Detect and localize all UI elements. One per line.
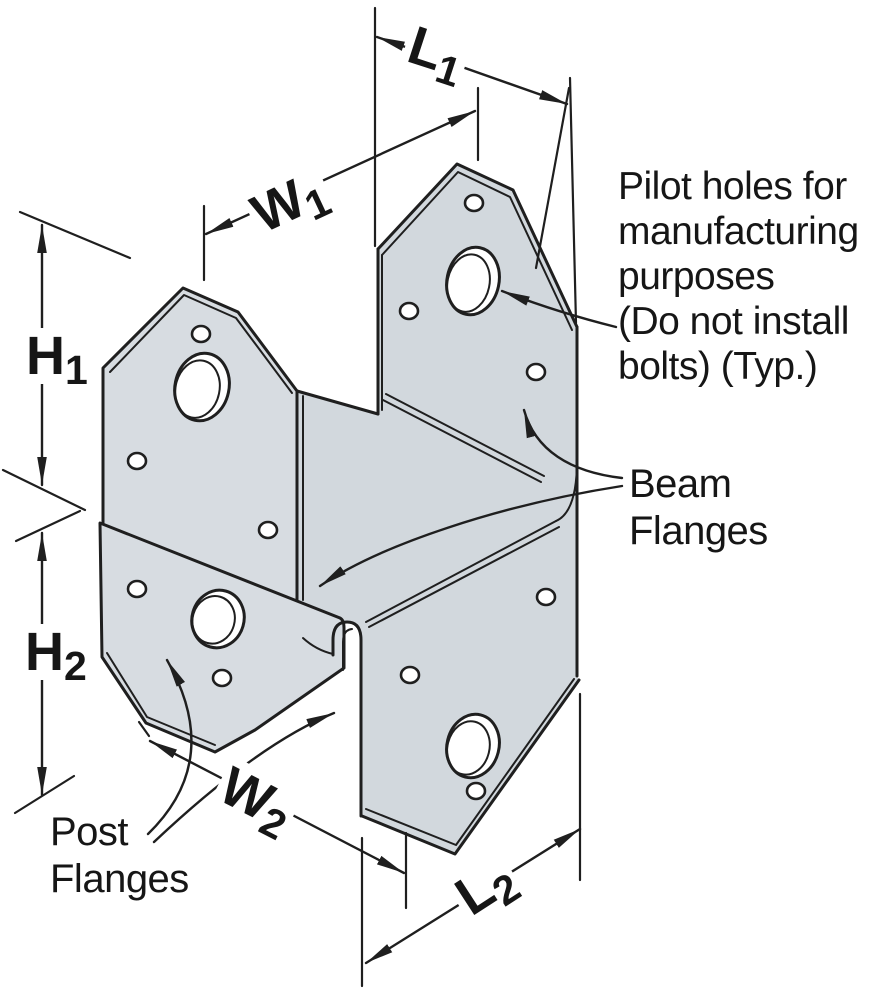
connector-drawing [98, 162, 581, 856]
dim-letter: H [26, 326, 65, 386]
bolt-hole-upper-left [173, 351, 231, 423]
pilot-holes-note: Pilot holes for manufacturing purposes (… [618, 165, 859, 388]
post-flanges-label: Post Flanges [50, 810, 189, 901]
pilot-hole [399, 665, 421, 685]
leader-post-flange-right [152, 711, 336, 844]
pilot-hole [463, 193, 485, 213]
pilot-hole [126, 451, 148, 471]
dim-subscript: 2 [64, 643, 87, 689]
dim-subscript: 1 [65, 347, 88, 393]
pilot-hole [190, 324, 212, 344]
leader-beam-flange-right [522, 408, 624, 480]
bolt-hole-upper-right [445, 245, 501, 317]
bolt-hole-lower-right [445, 712, 501, 780]
pilot-hole [257, 520, 279, 540]
leader-beam-flange-left [318, 484, 624, 588]
bolt-hole-lower-left [190, 588, 246, 650]
pilot-hole [398, 301, 420, 321]
pilot-hole [211, 668, 233, 688]
dim-label-h2: H2 [21, 622, 90, 687]
leader-post-flange-left [146, 658, 193, 836]
pilot-hole [126, 579, 148, 599]
dim-letter: H [25, 622, 64, 682]
beam-flanges-label: Beam Flanges [629, 462, 768, 553]
dim-label-h1: H1 [22, 326, 91, 391]
pilot-hole [465, 781, 487, 801]
pilot-hole [525, 362, 547, 382]
leader-pilot-holes [500, 289, 618, 329]
web-and-right-plates-face [297, 164, 579, 854]
pilot-hole [535, 587, 557, 607]
